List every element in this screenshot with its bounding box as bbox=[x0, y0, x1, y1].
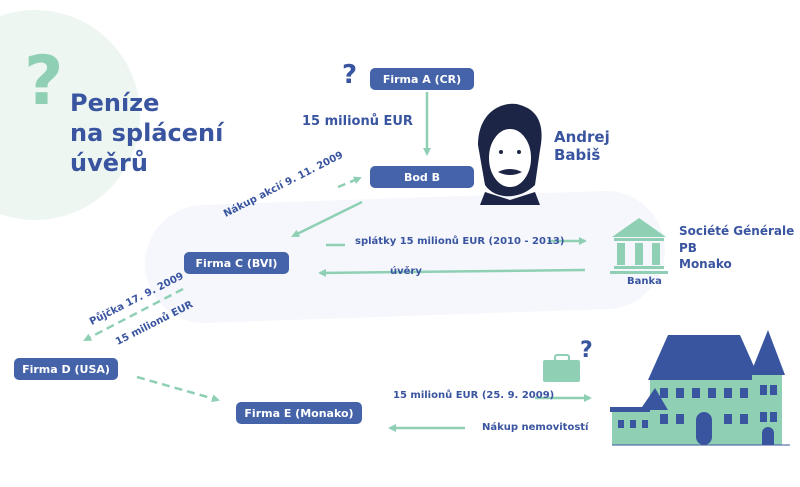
person-portrait bbox=[478, 103, 542, 205]
node-firma-c: Firma C (BVI) bbox=[184, 252, 289, 274]
arrow-uvery bbox=[318, 268, 586, 277]
arrow-c-to-d bbox=[83, 287, 184, 342]
arrow-b-to-c bbox=[291, 200, 363, 238]
label-nakup-nemovitosti: Nákup nemovitostí bbox=[482, 422, 589, 433]
title-line: na splácení bbox=[70, 119, 224, 147]
title-line: Peníze bbox=[70, 89, 160, 117]
arrow-to-bod-b bbox=[337, 176, 362, 189]
arrow-d-to-e bbox=[136, 375, 220, 403]
person-first-name: Andrej bbox=[554, 128, 610, 146]
title-line: úvěrů bbox=[70, 149, 148, 177]
question-mark-case: ? bbox=[580, 338, 593, 363]
node-bod-b: Bod B bbox=[370, 166, 474, 188]
node-firma-d: Firma D (USA) bbox=[14, 358, 118, 380]
question-mark-a: ? bbox=[342, 60, 358, 90]
bank-label: Banka bbox=[627, 276, 662, 287]
node-firma-a: Firma A (CR) bbox=[370, 68, 474, 90]
label-splatky: splátky 15 milionů EUR (2010 - 2013) bbox=[355, 236, 565, 247]
page-title: Peníze na splácení úvěrů bbox=[70, 88, 223, 178]
castle-illustration bbox=[610, 330, 790, 446]
bank-name-line2: PB bbox=[679, 241, 697, 255]
bank-name-line3: Monako bbox=[679, 257, 732, 271]
bank-icon bbox=[610, 218, 668, 274]
node-firma-e: Firma E (Monako) bbox=[236, 402, 362, 424]
title-question-mark: ? bbox=[24, 42, 64, 121]
label-uvery: úvěry bbox=[390, 266, 422, 277]
person-last-name: Babiš bbox=[554, 146, 601, 164]
bank-name-line1: Société Générale bbox=[679, 224, 795, 238]
label-a-to-b: 15 milionů EUR bbox=[302, 114, 413, 129]
label-to-property: 15 milionů EUR (25. 9. 2009) bbox=[393, 390, 555, 401]
suitcase-icon bbox=[543, 354, 580, 382]
